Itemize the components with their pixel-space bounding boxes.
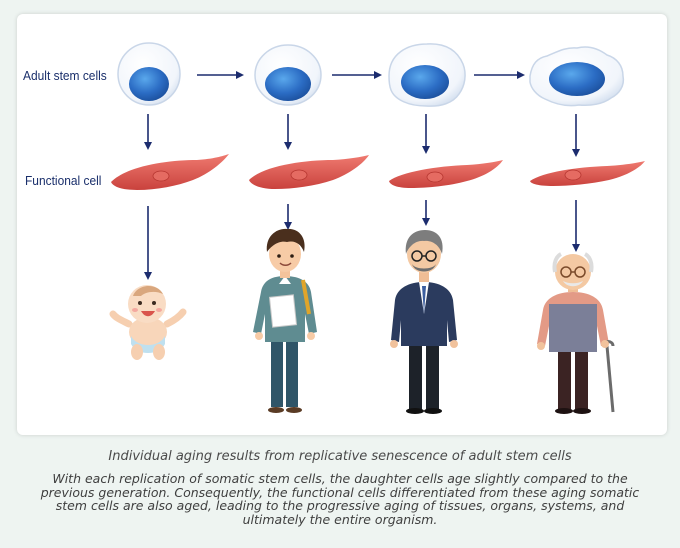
functional-cell-2 (249, 155, 369, 189)
stem-cell-1 (117, 42, 181, 106)
elderly-figure (537, 252, 615, 414)
functional-cell-3 (389, 160, 503, 188)
diagram-panel: Adult stem cells Functional cell (17, 14, 667, 435)
aging-diagram (109, 42, 645, 414)
label-functional-cell: Functional cell (25, 173, 102, 188)
stem-cell-3 (388, 43, 466, 107)
figure-description: With each replication of somatic stem ce… (40, 471, 640, 527)
functional-cell-1 (111, 154, 229, 190)
middle-aged-figure (390, 230, 458, 414)
label-adult-stem-cells: Adult stem cells (23, 68, 107, 83)
functional-cell-4 (530, 161, 645, 186)
stem-cell-2 (254, 44, 322, 106)
figure-caption: Individual aging results from replicativ… (108, 449, 572, 464)
student-figure (253, 228, 317, 413)
baby-figure (109, 285, 187, 360)
stem-cell-4 (529, 46, 625, 107)
